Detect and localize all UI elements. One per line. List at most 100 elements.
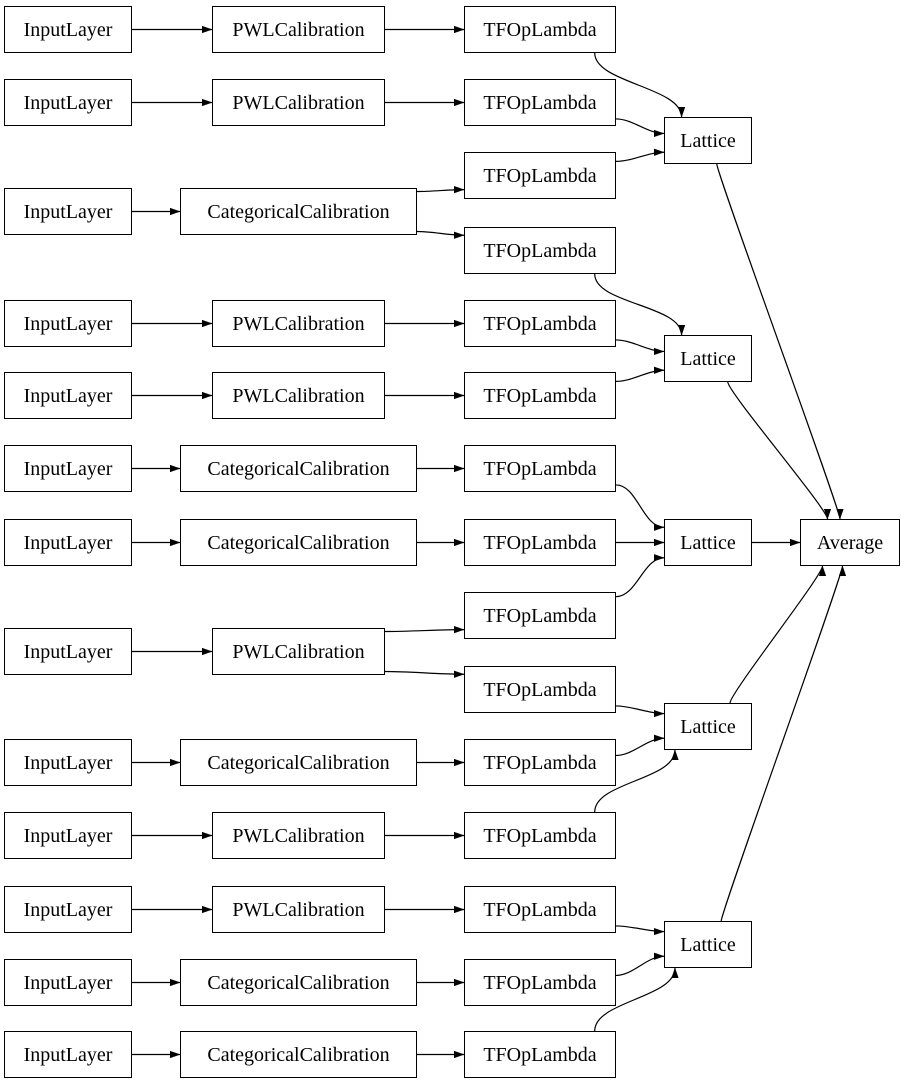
edge-lat2-avg <box>727 381 832 520</box>
node-label: InputLayer <box>23 18 113 41</box>
node-label: InputLayer <box>23 898 113 921</box>
node-categoricalcalibration-cat4: CategoricalCalibration <box>180 739 417 786</box>
node-lattice-lat5: Lattice <box>664 921 752 968</box>
node-tfoplambda-tf11: TFOpLambda <box>464 739 616 786</box>
node-label: TFOpLambda <box>483 384 597 407</box>
node-label: TFOpLambda <box>483 312 597 335</box>
node-lattice-lat3: Lattice <box>664 519 752 566</box>
node-tfoplambda-tf8: TFOpLambda <box>464 519 616 566</box>
node-label: TFOpLambda <box>483 239 597 262</box>
node-pwlcalibration-pwl2: PWLCalibration <box>212 79 385 126</box>
node-label: TFOpLambda <box>483 164 597 187</box>
node-label: Lattice <box>680 715 736 738</box>
node-pwlcalibration-pwl1: PWLCalibration <box>212 6 385 53</box>
node-inputlayer-il8: InputLayer <box>4 628 132 675</box>
node-label: TFOpLambda <box>483 1043 597 1066</box>
node-inputlayer-il3: InputLayer <box>4 188 132 235</box>
node-label: TFOpLambda <box>483 824 597 847</box>
node-label: TFOpLambda <box>483 531 597 554</box>
node-label: InputLayer <box>23 312 113 335</box>
edge-tf9-lat3 <box>615 554 665 598</box>
node-label: CategoricalCalibration <box>207 971 390 994</box>
node-label: PWLCalibration <box>232 384 365 407</box>
node-tfoplambda-tf7: TFOpLambda <box>464 445 616 492</box>
node-label: InputLayer <box>23 824 113 847</box>
edge-tf11-lat4 <box>615 734 665 757</box>
node-lattice-lat2: Lattice <box>664 335 752 382</box>
edge-lat4-avg <box>729 565 827 704</box>
node-pwlcalibration-pwl4: PWLCalibration <box>212 372 385 419</box>
node-label: InputLayer <box>23 384 113 407</box>
edge-tf13-lat5 <box>615 925 665 936</box>
node-tfoplambda-tf2: TFOpLambda <box>464 79 616 126</box>
node-inputlayer-il13: InputLayer <box>4 1031 132 1078</box>
node-label: InputLayer <box>23 751 113 774</box>
node-inputlayer-il5: InputLayer <box>4 372 132 419</box>
node-tfoplambda-tf4: TFOpLambda <box>464 227 616 274</box>
node-label: Lattice <box>680 129 736 152</box>
node-tfoplambda-tf13: TFOpLambda <box>464 886 616 933</box>
node-tfoplambda-tf3: TFOpLambda <box>464 152 616 199</box>
node-label: TFOpLambda <box>483 751 597 774</box>
node-label: InputLayer <box>23 200 113 223</box>
node-tfoplambda-tf14: TFOpLambda <box>464 959 616 1006</box>
node-tfoplambda-tf6: TFOpLambda <box>464 372 616 419</box>
edge-tf2-lat1 <box>615 118 665 138</box>
edge-cat1-tf4 <box>416 230 465 239</box>
node-label: TFOpLambda <box>483 604 597 627</box>
node-inputlayer-il11: InputLayer <box>4 886 132 933</box>
node-tfoplambda-tf15: TFOpLambda <box>464 1031 616 1078</box>
edge-tf5-lat2 <box>615 339 665 356</box>
node-label: PWLCalibration <box>232 824 365 847</box>
edge-pwl5-tf9 <box>384 626 465 634</box>
node-inputlayer-il6: InputLayer <box>4 445 132 492</box>
node-categoricalcalibration-cat3: CategoricalCalibration <box>180 519 417 566</box>
node-categoricalcalibration-cat2: CategoricalCalibration <box>180 445 417 492</box>
edge-tf3-lat1 <box>615 148 665 162</box>
node-label: CategoricalCalibration <box>207 531 390 554</box>
node-tfoplambda-tf9: TFOpLambda <box>464 592 616 639</box>
node-label: PWLCalibration <box>232 640 365 663</box>
node-label: InputLayer <box>23 531 113 554</box>
node-lattice-lat4: Lattice <box>664 703 752 750</box>
node-label: Lattice <box>680 347 736 370</box>
node-label: PWLCalibration <box>232 18 365 41</box>
node-average-avg: Average <box>800 519 900 566</box>
edge-cat1-tf3 <box>416 186 465 194</box>
node-categoricalcalibration-cat6: CategoricalCalibration <box>180 1031 417 1078</box>
node-label: PWLCalibration <box>232 898 365 921</box>
node-pwlcalibration-pwl3: PWLCalibration <box>212 300 385 347</box>
node-label: TFOpLambda <box>483 457 597 480</box>
node-label: InputLayer <box>23 1043 113 1066</box>
node-label: CategoricalCalibration <box>207 751 390 774</box>
node-inputlayer-il7: InputLayer <box>4 519 132 566</box>
edge-pwl5-tf10 <box>384 670 465 678</box>
node-inputlayer-il10: InputLayer <box>4 812 132 859</box>
node-pwlcalibration-pwl5: PWLCalibration <box>212 628 385 675</box>
node-label: TFOpLambda <box>483 678 597 701</box>
node-label: CategoricalCalibration <box>207 457 390 480</box>
node-tfoplambda-tf1: TFOpLambda <box>464 6 616 53</box>
node-label: CategoricalCalibration <box>207 200 390 223</box>
node-label: PWLCalibration <box>232 91 365 114</box>
node-label: InputLayer <box>23 640 113 663</box>
node-label: TFOpLambda <box>483 971 597 994</box>
edge-tf10-lat4 <box>615 705 665 718</box>
edge-tf14-lat5 <box>615 952 665 977</box>
node-inputlayer-il12: InputLayer <box>4 959 132 1006</box>
node-categoricalcalibration-cat5: CategoricalCalibration <box>180 959 417 1006</box>
node-label: Lattice <box>680 933 736 956</box>
node-pwlcalibration-pwl7: PWLCalibration <box>212 886 385 933</box>
node-inputlayer-il9: InputLayer <box>4 739 132 786</box>
node-inputlayer-il1: InputLayer <box>4 6 132 53</box>
node-label: Lattice <box>680 531 736 554</box>
node-label: InputLayer <box>23 971 113 994</box>
node-pwlcalibration-pwl6: PWLCalibration <box>212 812 385 859</box>
node-label: InputLayer <box>23 91 113 114</box>
node-tfoplambda-tf12: TFOpLambda <box>464 812 616 859</box>
node-label: InputLayer <box>23 457 113 480</box>
edge-tf6-lat2 <box>615 366 665 382</box>
node-label: TFOpLambda <box>483 91 597 114</box>
